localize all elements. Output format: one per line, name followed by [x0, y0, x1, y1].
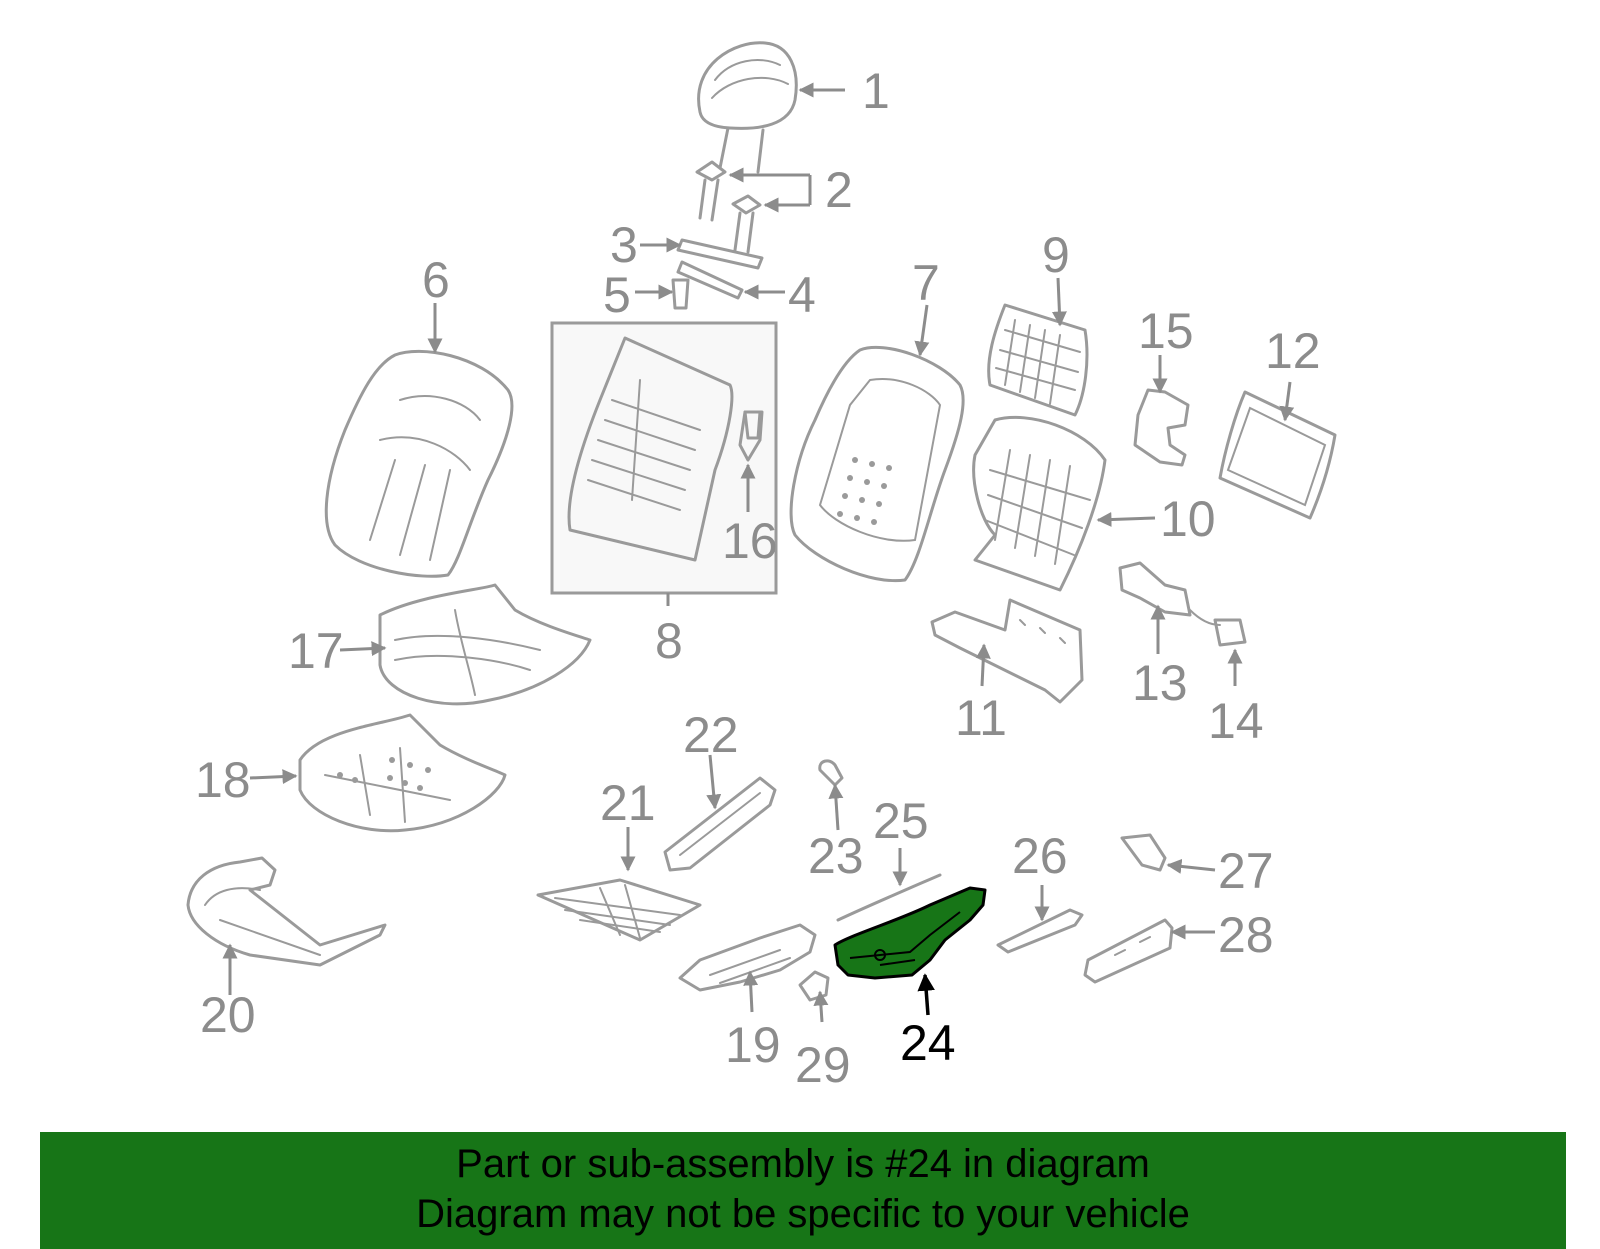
callout-9: 9 [1042, 227, 1070, 283]
part-18-cushion-pad [298, 713, 507, 833]
part-23-clip [818, 759, 844, 787]
part-8-frame-assembly [550, 321, 778, 595]
callout-26: 26 [1012, 828, 1068, 884]
part-10-back-panel [972, 415, 1107, 592]
callout-2: 2 [825, 162, 853, 218]
callout-6: 6 [422, 252, 450, 308]
callout-11: 11 [955, 690, 1007, 746]
callout-3: 3 [610, 217, 638, 273]
callout-17: 17 [288, 623, 344, 679]
callout-5: 5 [603, 267, 631, 323]
callout-15: 15 [1138, 303, 1194, 359]
callout-16: 16 [722, 513, 778, 569]
banner-line-2: Diagram may not be specific to your vehi… [416, 1192, 1190, 1236]
part-22-rail-cover [663, 776, 777, 872]
leader-lines [222, 82, 1295, 1023]
banner-line-1: Part or sub-assembly is #24 in diagram [456, 1142, 1150, 1186]
callout-20: 20 [200, 987, 256, 1043]
part-27-clip-bracket [1120, 833, 1167, 872]
callout-24: 24 [900, 1015, 956, 1071]
callout-labels: 1 2 3 4 5 6 7 8 9 10 11 12 13 14 15 16 1… [195, 63, 1321, 1093]
callout-23: 23 [808, 828, 864, 884]
callout-18: 18 [195, 752, 251, 808]
part-16-clip [743, 410, 762, 440]
callout-27: 27 [1218, 843, 1274, 899]
part-13-harness [1118, 561, 1221, 626]
callout-10: 10 [1160, 491, 1216, 547]
part-28-switch [1083, 918, 1174, 984]
part-15-bracket [1133, 388, 1190, 467]
part-14-connector [1213, 618, 1247, 647]
part-24-side-shield [833, 886, 987, 980]
part-25-wire [836, 873, 942, 922]
callout-28: 28 [1218, 907, 1274, 963]
info-banner: Part or sub-assembly is #24 in diagram D… [40, 1132, 1566, 1249]
callout-14: 14 [1208, 693, 1264, 749]
part-1-headrest [697, 41, 798, 174]
part-4-bracket [676, 260, 744, 300]
callout-22: 22 [683, 707, 739, 763]
part-21-spring-mat [536, 878, 702, 942]
callout-25: 25 [873, 793, 929, 849]
part-5-pin [671, 278, 690, 310]
part-26-small-trim [996, 908, 1084, 954]
part-9-lumbar-grid [987, 303, 1089, 417]
callout-12: 12 [1265, 323, 1321, 379]
callout-8: 8 [655, 613, 683, 669]
callout-13: 13 [1132, 655, 1188, 711]
part-20-cushion-frame [186, 856, 387, 967]
part-19-inner-trim [678, 923, 817, 992]
callout-4: 4 [788, 267, 816, 323]
part-6-seatback-cover [324, 349, 514, 578]
part-11-lower-trim [930, 598, 1084, 704]
part-29-nut [798, 970, 830, 1002]
part-12-back-board [1218, 390, 1337, 520]
part-7-seatback-pad [789, 345, 965, 583]
callout-29: 29 [795, 1037, 851, 1093]
part-2-headrest-guides [695, 160, 762, 254]
callout-7: 7 [912, 255, 940, 311]
callout-19: 19 [725, 1017, 781, 1073]
callout-1: 1 [862, 63, 890, 119]
part-17-cushion-cover [378, 583, 592, 706]
callout-21: 21 [600, 775, 656, 831]
